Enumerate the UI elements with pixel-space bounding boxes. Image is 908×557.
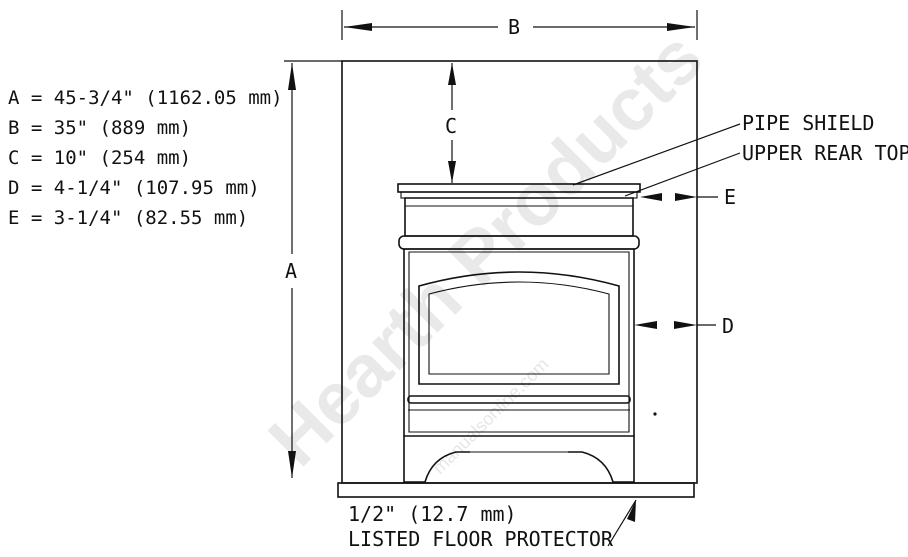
- label-b: B: [508, 15, 520, 39]
- door-outer: [418, 271, 620, 385]
- dimension-legend: A = 45-3/4" (1162.05 mm) B = 35" (889 mm…: [8, 87, 283, 229]
- callout-floor-protector: 1/2" (12.7 mm) LISTED FLOOR PROTECTOR: [348, 499, 637, 551]
- door-glass: [428, 281, 610, 375]
- label-a: A: [285, 259, 297, 283]
- label-pipe-shield: PIPE SHIELD: [742, 111, 874, 135]
- label-floor-thickness: 1/2" (12.7 mm): [348, 502, 517, 526]
- label-e: E: [724, 185, 736, 209]
- callout-pipe-shield: PIPE SHIELD: [572, 111, 874, 186]
- callout-upper-rear-top: UPPER REAR TOP: [624, 141, 908, 197]
- legend-c: C = 10" (254 mm): [8, 147, 191, 169]
- dimension-e: E: [640, 185, 736, 209]
- dimension-d: D: [634, 314, 734, 338]
- watermark-small-text: manualsonline.com: [429, 354, 553, 478]
- body-inner-frame: [408, 251, 630, 433]
- ash-lip: [407, 395, 631, 404]
- stove: [397, 183, 657, 483]
- left-leg: [403, 436, 470, 483]
- legend-a: A = 45-3/4" (1162.05 mm): [8, 87, 283, 109]
- label-c: C: [445, 114, 457, 138]
- label-d: D: [722, 314, 734, 338]
- dimension-c: C: [445, 63, 457, 183]
- floor-protector-base: [337, 482, 695, 498]
- legend-e: E = 3-1/4" (82.55 mm): [8, 207, 248, 229]
- legend-b: B = 35" (889 mm): [8, 117, 191, 139]
- dimension-b: B: [341, 10, 698, 40]
- label-upper-rear-top: UPPER REAR TOP: [742, 141, 908, 165]
- right-leg: [568, 436, 635, 483]
- legend-d: D = 4-1/4" (107.95 mm): [8, 177, 260, 199]
- stove-detail-dot: [653, 412, 657, 416]
- dimension-a: A: [284, 60, 342, 478]
- label-floor-protector: LISTED FLOOR PROTECTOR: [348, 527, 614, 551]
